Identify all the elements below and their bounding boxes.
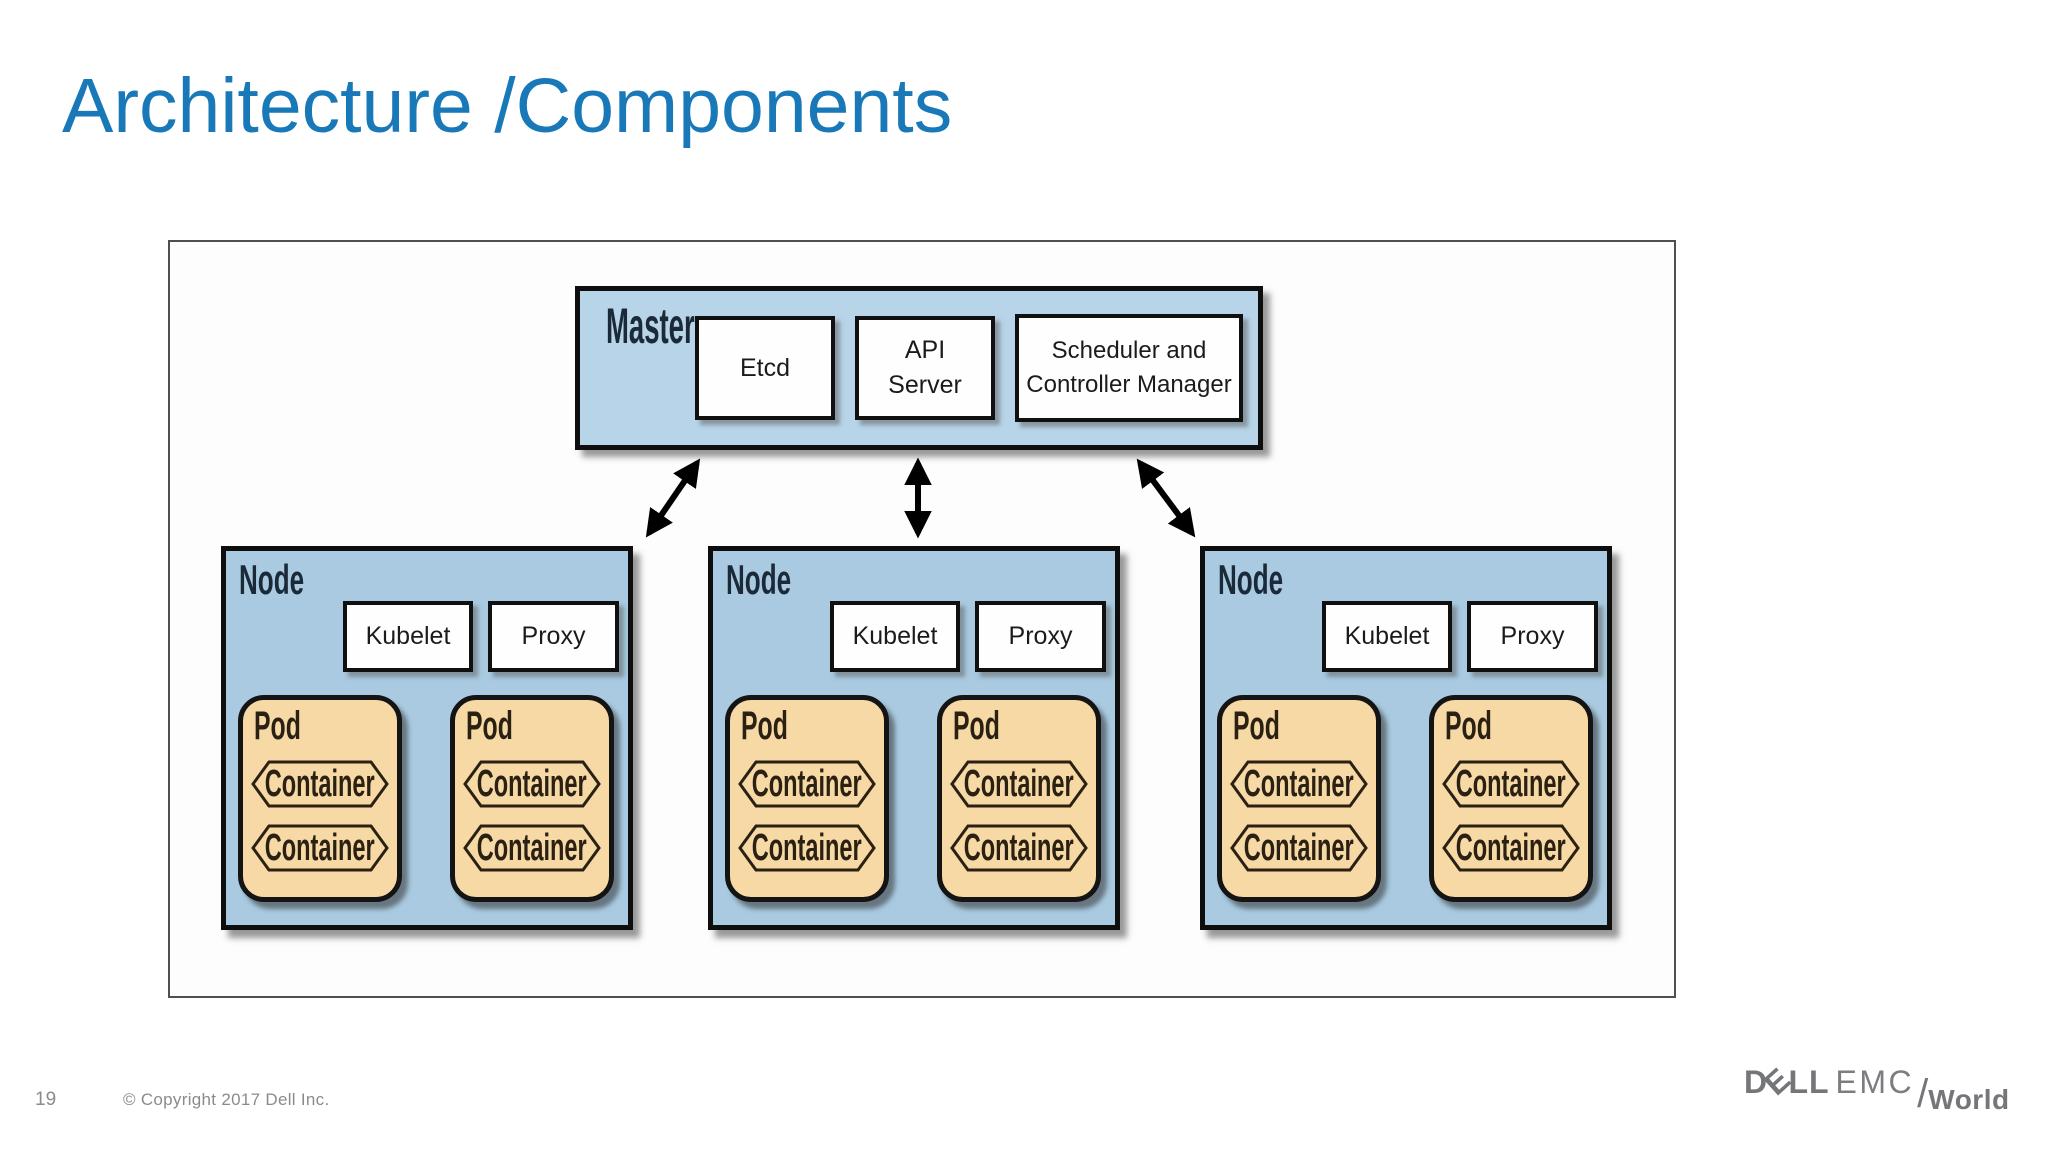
container-hexagon: Container: [1442, 824, 1580, 872]
kubelet-box: Kubelet: [830, 601, 960, 672]
world-wordmark: World: [1928, 1084, 2010, 1115]
logo-slash: /: [1917, 1072, 1929, 1116]
hexagon-shape: [251, 760, 389, 808]
container-hexagon: Container: [1442, 760, 1580, 808]
page-title: Architecture /Components: [62, 63, 953, 149]
container-label: Container: [477, 826, 587, 869]
container-hexagon: Container: [1230, 760, 1368, 808]
hexagon-shape: [1442, 824, 1580, 872]
pod-label: Pod: [741, 704, 788, 748]
kubelet-label: Kubelet: [365, 622, 451, 650]
scheduler-controller-manager-label: Scheduler and Controller Manager: [1026, 337, 1232, 398]
api-server-box: API Server: [855, 316, 995, 420]
hexagon-shape: [1442, 760, 1580, 808]
pod-box: Pod Container Container: [1429, 695, 1593, 902]
dell-letter-d: D: [1744, 1064, 1769, 1100]
node-label: Node: [726, 556, 792, 603]
proxy-label: Proxy: [1008, 622, 1073, 650]
pod-label: Pod: [1233, 704, 1280, 748]
container-label: Container: [1244, 826, 1354, 869]
hexagon-shape: [950, 824, 1088, 872]
pod-label: Pod: [254, 704, 301, 748]
proxy-box: Proxy: [488, 601, 619, 672]
pod-box: Pod Container Container: [1217, 695, 1381, 902]
hexagon-shape: [463, 760, 601, 808]
pod-label: Pod: [953, 704, 1000, 748]
hexagon-shape: [251, 824, 389, 872]
container-label: Container: [964, 762, 1074, 805]
node-label: Node: [1218, 556, 1284, 603]
node-box-1: Node Kubelet Proxy Pod Container Contain…: [221, 546, 633, 930]
container-hexagon: Container: [738, 760, 876, 808]
container-label: Container: [1456, 762, 1566, 805]
hexagon-shape: [950, 760, 1088, 808]
container-hexagon: Container: [251, 824, 389, 872]
pod-box: Pod Container Container: [238, 695, 402, 902]
master-label: Master: [606, 298, 695, 354]
pod-label: Pod: [466, 704, 513, 748]
container-label: Container: [752, 762, 862, 805]
api-server-label: API Server: [888, 336, 962, 399]
container-hexagon: Container: [738, 824, 876, 872]
node-label: Node: [239, 556, 305, 603]
container-label: Container: [1456, 826, 1566, 869]
container-label: Container: [265, 762, 375, 805]
container-label: Container: [752, 826, 862, 869]
pod-box: Pod Container Container: [937, 695, 1101, 902]
hexagon-shape: [1230, 824, 1368, 872]
container-hexagon: Container: [950, 760, 1088, 808]
copyright-text: © Copyright 2017 Dell Inc.: [123, 1090, 330, 1109]
master-box: Master Etcd API Server Scheduler and Con…: [575, 286, 1263, 450]
container-label: Container: [265, 826, 375, 869]
hexagon-shape: [463, 824, 601, 872]
emc-wordmark: EMC: [1835, 1064, 1915, 1100]
node-box-2: Node Kubelet Proxy Pod Container Contain…: [708, 546, 1120, 930]
kubelet-label: Kubelet: [852, 622, 938, 650]
proxy-label: Proxy: [521, 622, 586, 650]
container-label: Container: [1244, 762, 1354, 805]
pod-label: Pod: [1445, 704, 1492, 748]
hexagon-shape: [738, 824, 876, 872]
proxy-label: Proxy: [1500, 622, 1565, 650]
page-number: 19: [35, 1089, 57, 1110]
dell-letters-ll: LL: [1788, 1064, 1830, 1100]
proxy-box: Proxy: [1467, 601, 1598, 672]
etcd-box: Etcd: [695, 316, 835, 420]
etcd-label: Etcd: [739, 353, 791, 382]
scheduler-controller-manager-box: Scheduler and Controller Manager: [1015, 314, 1243, 422]
container-label: Container: [477, 762, 587, 805]
container-label: Container: [964, 826, 1074, 869]
container-hexagon: Container: [463, 760, 601, 808]
kubelet-box: Kubelet: [1322, 601, 1452, 672]
pod-box: Pod Container Container: [725, 695, 889, 902]
pod-box: Pod Container Container: [450, 695, 614, 902]
node-box-3: Node Kubelet Proxy Pod Container Contain…: [1200, 546, 1612, 930]
container-hexagon: Container: [463, 824, 601, 872]
kubelet-label: Kubelet: [1344, 622, 1430, 650]
container-hexagon: Container: [1230, 824, 1368, 872]
proxy-box: Proxy: [975, 601, 1106, 672]
kubelet-box: Kubelet: [343, 601, 473, 672]
hexagon-shape: [738, 760, 876, 808]
hexagon-shape: [1230, 760, 1368, 808]
container-hexagon: Container: [950, 824, 1088, 872]
container-hexagon: Container: [251, 760, 389, 808]
